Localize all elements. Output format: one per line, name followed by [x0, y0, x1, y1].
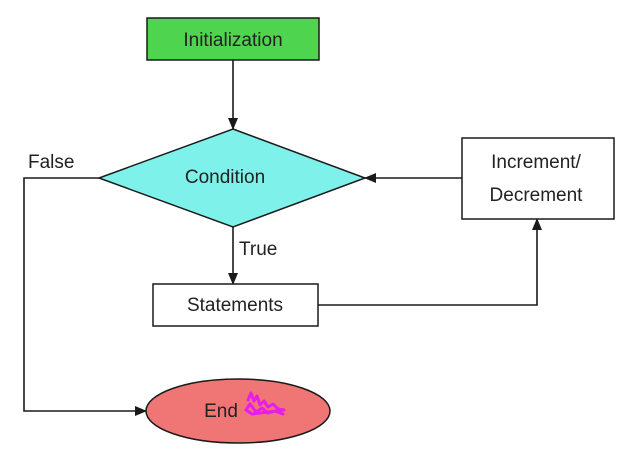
node-statements: Statements — [152, 283, 319, 327]
statements-label: Statements — [187, 295, 283, 316]
increment-label-line1: Increment/ — [491, 152, 581, 173]
node-initialization: Initialization — [146, 17, 320, 61]
node-end: End — [145, 378, 331, 444]
increment-label-line2: Decrement — [490, 185, 584, 206]
end-label: End — [204, 401, 238, 422]
edge-label-false: False — [28, 152, 74, 173]
end-ellipse — [145, 378, 331, 444]
node-condition: Condition — [96, 128, 368, 228]
node-increment-decrement: Increment/ Decrement — [461, 137, 615, 220]
initialization-box — [146, 17, 320, 61]
edge-label-true: True — [239, 239, 277, 260]
condition-diamond — [96, 128, 368, 228]
statements-box — [152, 283, 319, 327]
condition-label: Condition — [185, 167, 265, 188]
edges-group — [23, 60, 542, 416]
annotation-scribble-mark — [244, 391, 286, 416]
initialization-label: Initialization — [183, 30, 282, 51]
increment-box — [461, 137, 615, 220]
edge-condition-to-end — [23, 177, 147, 416]
edge-statements-to-increment — [318, 218, 542, 306]
